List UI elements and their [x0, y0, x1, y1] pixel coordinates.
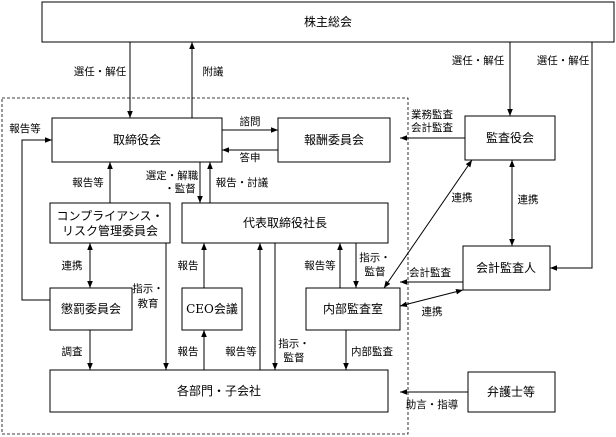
edge-label-shareholders-to-board: 選任・解任 — [74, 65, 127, 78]
compensation-committee-box — [277, 117, 391, 163]
edge-label-audit-board-accounting-auditor: 連携 — [518, 193, 539, 206]
edge-label-audit-board-to-company-line2: 会計監査 — [411, 121, 453, 134]
edge-label-board-to-president-line2: ・監督 — [164, 182, 196, 195]
compliance-committee-label-line2: リスク管理委員会 — [62, 223, 158, 238]
arrow-audit-board-internal-audit — [383, 159, 473, 289]
edge-label-internal-audit-to-president: 報告等 — [304, 259, 336, 272]
accounting-auditor-label: 会計監査人 — [476, 260, 536, 275]
internal-audit-office-box — [305, 287, 401, 331]
board-of-directors-label: 取締役会 — [113, 132, 161, 147]
edge-label-disciplinary-to-departments: 調査 — [62, 345, 83, 358]
edge-label-lawyers-to-company: 助言・指導 — [406, 398, 459, 411]
edge-label-compensation-to-board: 答申 — [240, 151, 261, 164]
compliance-committee-label-line1: コンプライアンス・ — [57, 209, 164, 223]
departments-label: 各部門・子会社 — [177, 383, 261, 398]
edge-label-compliance-to-departments-line1: 指示・ — [132, 282, 164, 295]
internal-audit-office-label: 内部監査室 — [323, 301, 383, 316]
president-label: 代表取締役社長 — [243, 215, 327, 230]
edge-label-compliance-to-board: 報告等 — [72, 176, 104, 189]
edge-label-president-to-departments-line2: 監督 — [284, 351, 305, 364]
edge-label-audit-board-internal-audit: 連携 — [452, 191, 473, 204]
audit-board-label: 監査役会 — [486, 130, 534, 145]
lawyers-label: 弁護士等 — [487, 384, 535, 399]
lawyers-box — [467, 371, 556, 413]
edge-label-departments-to-president: 報告等 — [225, 345, 257, 358]
ceo-meeting-box — [181, 287, 243, 331]
disciplinary-committee-label: 懲罰委員会 — [61, 301, 121, 316]
edge-label-internal-audit-to-departments: 内部監査 — [351, 345, 393, 358]
company-boundary — [1, 97, 409, 435]
edge-label-disciplinary-to-board: 報告等 — [9, 122, 41, 135]
compensation-committee-label: 報酬委員会 — [304, 133, 364, 147]
edge-label-board-to-compensation: 諮問 — [240, 115, 261, 128]
edge-label-president-to-board: 報告・討議 — [216, 176, 269, 189]
edge-label-shareholders-to-audit-board: 選任・解任 — [452, 54, 505, 67]
edge-label-audit-board-to-company-line1: 業務監査 — [411, 108, 453, 121]
edge-label-departments-to-ceo: 報告 — [178, 345, 199, 358]
edge-label-accounting-auditor-to-company: 会計監査 — [409, 266, 451, 279]
ceo-meeting-label: CEO会議 — [186, 302, 238, 316]
shareholders-meeting-label: 株主総会 — [304, 14, 352, 29]
shareholders-meeting-box — [41, 1, 615, 43]
departments-box — [49, 369, 389, 413]
edge-label-compliance-disciplinary: 連携 — [62, 259, 83, 272]
edge-label-president-to-internal-audit-line1: 指示・ — [359, 251, 391, 264]
board-of-directors-box — [51, 117, 223, 163]
edge-label-president-to-departments-line1: 指示・ — [278, 337, 310, 350]
edge-label-ceo-to-president: 報告 — [178, 259, 199, 272]
arrow-accounting-auditor-internal-audit — [399, 289, 464, 307]
arrow-disciplinary-to-board — [21, 137, 52, 301]
compliance-committee-box — [49, 202, 171, 244]
arrow-shareholders-to-accounting-auditor — [550, 42, 593, 271]
edge-label-board-to-shareholders: 附議 — [203, 65, 224, 78]
edge-label-board-to-president-line1: 選定・解職 — [146, 169, 199, 182]
edge-label-shareholders-to-accounting-auditor: 選任・解任 — [537, 54, 590, 67]
edge-label-president-to-internal-audit-line2: 監督 — [365, 265, 386, 278]
edge-label-accounting-auditor-internal-audit: 連携 — [422, 305, 443, 318]
audit-board-box — [464, 115, 556, 161]
edge-label-compliance-to-departments-line2: 教育 — [138, 297, 159, 310]
president-box — [181, 202, 389, 244]
disciplinary-committee-box — [49, 287, 133, 331]
